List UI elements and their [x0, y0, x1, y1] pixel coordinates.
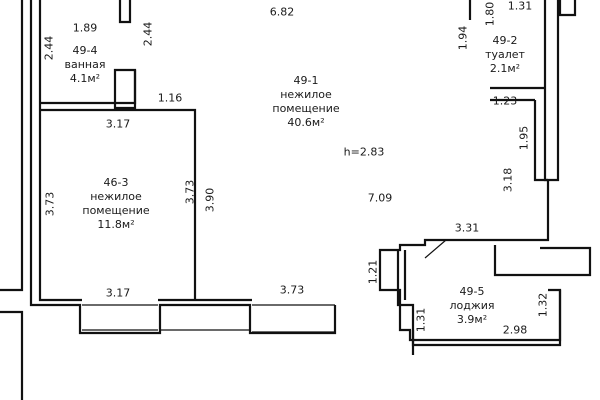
dim-right-wall-a: 1.95: [517, 125, 531, 151]
room-name: лоджия: [449, 299, 495, 312]
room-number: 49-2: [492, 34, 518, 47]
room-name: помещение: [82, 204, 150, 217]
dim-bath-top: 1.89: [72, 21, 98, 35]
dim-room1-bottom: 3.73: [279, 283, 305, 297]
dim-loggia-left: 1.31: [414, 307, 428, 333]
dim-room3-top: 3.17: [105, 117, 131, 131]
room-name: туалет: [485, 48, 525, 61]
room-number: 49-4: [72, 44, 98, 57]
dim-room3-height: 3.73: [43, 191, 57, 217]
room-number: 49-1: [293, 74, 319, 87]
dim-loggia-right: 1.32: [536, 292, 550, 318]
dim-toilet-left: 1.94: [456, 25, 470, 51]
room-area: 4.1м²: [69, 72, 101, 85]
room-49-2-label: 49-2 туалет 2.1м²: [485, 34, 525, 76]
dim-toilet-bottom: 1.23: [492, 94, 518, 108]
loggia-wall: [378, 180, 562, 342]
top-door-jamb: [118, 0, 132, 24]
bathroom-block: [113, 68, 137, 110]
dim-ledge: 1.21: [366, 259, 380, 285]
dim-partition-b: 3.90: [203, 187, 217, 213]
room-name: нежилое: [280, 88, 332, 101]
left-outer-wall: [29, 0, 337, 335]
room-area: 2.1м²: [489, 62, 521, 75]
room-area: 3.9м²: [456, 313, 488, 326]
dim-right-wall-b: 3.18: [501, 167, 515, 193]
room-name: помещение: [272, 102, 340, 115]
room-area: 11.8м²: [97, 218, 135, 231]
room-area: 40.6м²: [287, 116, 325, 129]
ceiling-height: h=2.83: [343, 145, 385, 159]
dim-top: 6.82: [269, 5, 295, 19]
dim-toilet-top: 1.31: [507, 0, 533, 13]
dim-bath-left: 2.44: [42, 35, 56, 61]
dim-loggia-width: 2.98: [502, 323, 528, 337]
toilet-wall: [468, 0, 560, 182]
dim-bath-right: 2.44: [141, 21, 155, 47]
room-name: ванная: [64, 58, 106, 71]
dim-toilet-side: 1.80: [483, 1, 497, 27]
dim-partition-a: 3.73: [183, 179, 197, 205]
far-left-wall: [0, 0, 24, 292]
room-49-1-label: 49-1 нежилое помещение 40.6м²: [272, 74, 339, 130]
dim-stair: 3.31: [454, 221, 480, 235]
dim-room1-width: 7.09: [367, 191, 393, 205]
room-number: 49-5: [459, 285, 485, 298]
room-name: нежилое: [90, 190, 142, 203]
window-frames: [82, 304, 335, 333]
room-49-4-label: 49-4 ванная 4.1м²: [65, 44, 106, 86]
room-49-5-label: 49-5 лоджия 3.9м²: [449, 285, 494, 327]
dim-doorway: 1.16: [157, 91, 183, 105]
room-46-3-label: 46-3 нежилое помещение 11.8м²: [82, 176, 149, 232]
dim-room3-bottom: 3.17: [105, 286, 131, 300]
room-number: 46-3: [103, 176, 129, 189]
